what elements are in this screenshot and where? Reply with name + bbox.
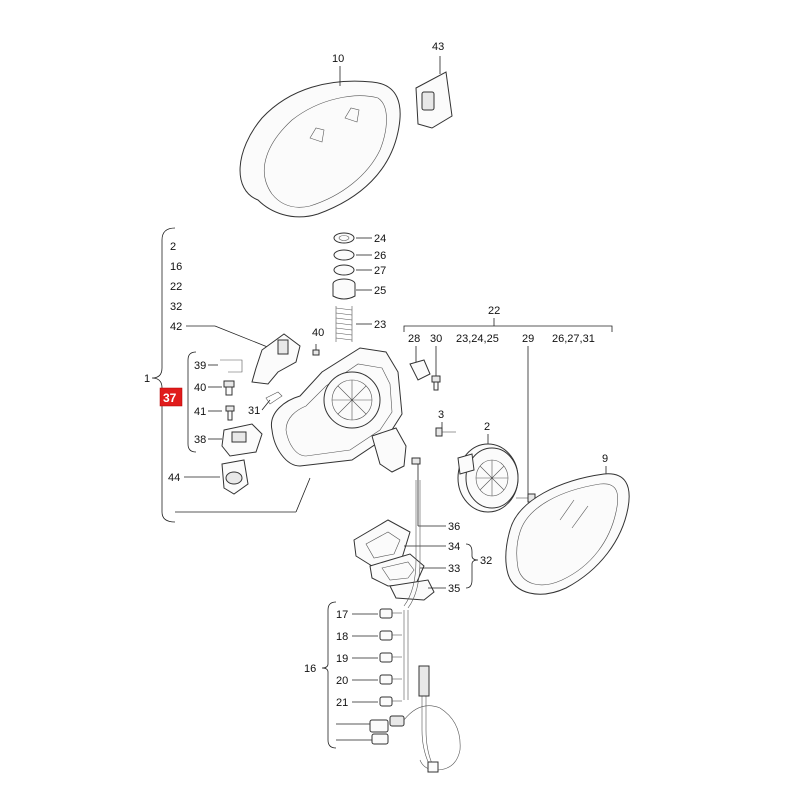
mounting-bracket-42 [251, 333, 301, 385]
label-27: 27 [374, 265, 386, 277]
connector-44 [221, 459, 249, 495]
label-42: 42 [170, 321, 182, 333]
washer-27 [333, 264, 355, 276]
clip-39 [220, 359, 243, 373]
label-40b: 40 [312, 327, 324, 339]
mirror-base-housing [270, 347, 407, 473]
label-24: 24 [374, 233, 386, 245]
screw-36 [411, 457, 421, 465]
motor-38 [221, 423, 263, 457]
label-9: 9 [602, 453, 608, 465]
plug-21 [379, 696, 402, 707]
label-40: 40 [194, 382, 206, 394]
screw-41 [225, 405, 235, 421]
label-2: 2 [170, 241, 176, 253]
label-26: 26 [374, 250, 386, 262]
label-28: 28 [408, 333, 420, 345]
washer-26 [333, 249, 355, 261]
screw-40b [312, 349, 320, 356]
washer-24 [333, 232, 355, 244]
screw-40 [223, 380, 235, 396]
label-23: 23 [374, 319, 386, 331]
label-31: 31 [248, 405, 260, 417]
highlight-37-badge [159, 387, 183, 407]
label-36: 36 [448, 521, 460, 533]
label-30: 30 [430, 333, 442, 345]
label-22b: 22 [488, 305, 500, 317]
plug-20 [379, 674, 402, 685]
label-10: 10 [332, 53, 344, 65]
label-37: 37 [163, 391, 177, 405]
spring-23 [335, 306, 353, 342]
screw-3 [435, 427, 456, 437]
cap-25 [332, 278, 356, 300]
label-18: 18 [336, 631, 348, 643]
label-32: 32 [170, 301, 182, 313]
plug-19 [379, 652, 402, 663]
mirror-glass-9 [505, 473, 630, 595]
label-35: 35 [448, 583, 460, 595]
label-23-24-25: 23,24,25 [456, 333, 499, 345]
screw-30 [431, 375, 441, 391]
adjustment-unit-2 [457, 443, 519, 513]
harness-connector [369, 715, 405, 745]
label-25: 25 [374, 285, 386, 297]
mirror-bracket-43 [415, 71, 453, 129]
label-41: 41 [194, 406, 206, 418]
label-1: 1 [144, 373, 150, 385]
clip-31 [265, 391, 283, 405]
label-16b: 16 [304, 663, 316, 675]
label-3: 3 [438, 409, 444, 421]
connector-28 [409, 359, 431, 381]
label-34: 34 [448, 541, 460, 553]
label-19: 19 [336, 653, 348, 665]
label-20: 20 [336, 675, 348, 687]
label-26-27-31: 26,27,31 [552, 333, 595, 345]
label-44: 44 [168, 472, 180, 484]
plug-17 [379, 608, 402, 619]
mirror-housing-cover [239, 80, 401, 218]
label-39: 39 [194, 360, 206, 372]
label-2b: 2 [484, 421, 490, 433]
label-32b: 32 [480, 555, 492, 567]
label-17: 17 [336, 609, 348, 621]
label-43: 43 [432, 41, 444, 53]
label-29: 29 [522, 333, 534, 345]
plug-18 [379, 630, 402, 641]
label-21: 21 [336, 697, 348, 709]
label-38: 38 [194, 434, 206, 446]
label-33: 33 [448, 563, 460, 575]
label-16: 16 [170, 261, 182, 273]
label-22: 22 [170, 281, 182, 293]
wire-harness-cable [403, 480, 461, 773]
